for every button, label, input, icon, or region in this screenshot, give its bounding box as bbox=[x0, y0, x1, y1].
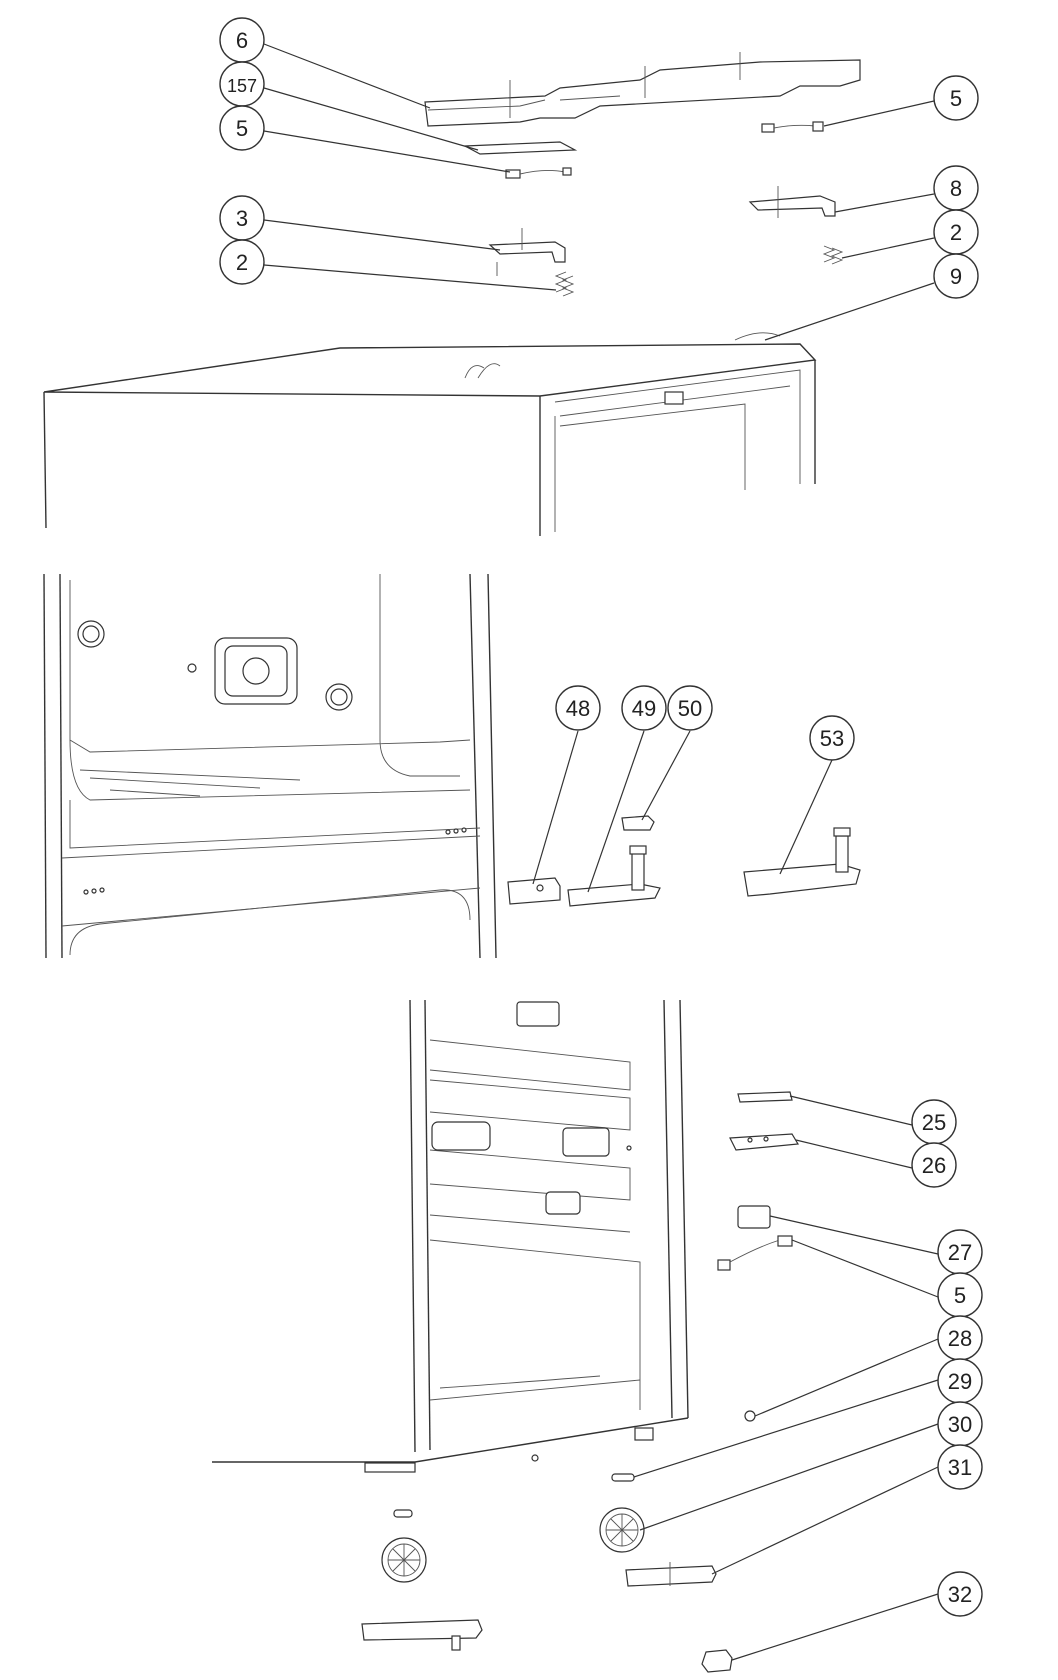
spring-left bbox=[554, 271, 575, 297]
callout-label: 9 bbox=[950, 264, 962, 289]
callout-28: 28 bbox=[937, 1315, 983, 1361]
wire-connector-right bbox=[761, 121, 824, 133]
bottom-hinge-cover bbox=[729, 1133, 800, 1151]
wire-connector-left bbox=[505, 167, 572, 179]
hinge-bracket-left bbox=[488, 228, 566, 276]
bottom-hinge-plate bbox=[737, 1091, 793, 1103]
callout-5-bottom: 5 bbox=[937, 1272, 983, 1318]
callout-8: 8 bbox=[933, 165, 979, 211]
callout-label: 157 bbox=[227, 76, 257, 96]
callout-label: 29 bbox=[948, 1369, 972, 1394]
callout-label: 53 bbox=[820, 726, 844, 751]
callout-label: 26 bbox=[922, 1153, 946, 1178]
callout-5-top-right: 5 bbox=[933, 75, 979, 121]
callout-label: 6 bbox=[236, 28, 248, 53]
middle-hinge-bracket bbox=[567, 845, 661, 907]
middle-hinge-plate bbox=[507, 877, 561, 905]
callout-30: 30 bbox=[937, 1401, 983, 1447]
middle-hinge-assembly bbox=[743, 827, 861, 897]
callout-5-top-left: 5 bbox=[219, 105, 265, 151]
callout-label: 25 bbox=[922, 1110, 946, 1135]
leader-lines bbox=[263, 43, 939, 1661]
callout-48: 48 bbox=[555, 685, 601, 731]
callout-32: 32 bbox=[937, 1571, 983, 1617]
axle-pin-right bbox=[611, 1473, 635, 1482]
callout-9: 9 bbox=[933, 253, 979, 299]
spring-right bbox=[822, 245, 844, 265]
callout-26: 26 bbox=[911, 1142, 957, 1188]
wheel-left bbox=[381, 1537, 427, 1583]
callout-label: 50 bbox=[678, 696, 702, 721]
callout-label: 5 bbox=[236, 116, 248, 141]
wire-connector-bottom bbox=[717, 1235, 793, 1271]
top-plate-part bbox=[462, 141, 578, 155]
callout-53: 53 bbox=[809, 715, 855, 761]
callout-label: 3 bbox=[236, 206, 248, 231]
label-tag bbox=[737, 1205, 771, 1229]
bushing bbox=[744, 1410, 756, 1422]
callout-157: 157 bbox=[219, 61, 265, 107]
callout-3: 3 bbox=[219, 195, 265, 241]
leveling-foot bbox=[701, 1649, 733, 1673]
callout-50: 50 bbox=[667, 685, 713, 731]
callout-label: 5 bbox=[954, 1283, 966, 1308]
cabinet-top bbox=[43, 332, 817, 536]
callout-label: 30 bbox=[948, 1412, 972, 1437]
callout-27: 27 bbox=[937, 1229, 983, 1275]
callout-label: 8 bbox=[950, 176, 962, 201]
callout-label: 2 bbox=[950, 220, 962, 245]
callout-25: 25 bbox=[911, 1099, 957, 1145]
middle-hinge-cap bbox=[621, 815, 655, 831]
cabinet-bottom bbox=[212, 999, 689, 1473]
wheel-bracket-left bbox=[361, 1619, 483, 1651]
hinge-bracket-right bbox=[748, 186, 836, 218]
callout-label: 27 bbox=[948, 1240, 972, 1265]
axle-pin-left bbox=[393, 1509, 413, 1518]
callout-label: 49 bbox=[632, 696, 656, 721]
callout-label: 48 bbox=[566, 696, 590, 721]
callout-label: 2 bbox=[236, 250, 248, 275]
callout-label: 32 bbox=[948, 1582, 972, 1607]
callout-49: 49 bbox=[621, 685, 667, 731]
callout-29: 29 bbox=[937, 1358, 983, 1404]
callout-6-top: 6 bbox=[219, 17, 265, 63]
wheel-right bbox=[599, 1507, 645, 1553]
callout-label: 31 bbox=[948, 1455, 972, 1480]
top-cover-part bbox=[424, 52, 861, 127]
callout-2-top-right: 2 bbox=[933, 209, 979, 255]
callout-31: 31 bbox=[937, 1444, 983, 1490]
callout-label: 28 bbox=[948, 1326, 972, 1351]
callout-2-top-left: 2 bbox=[219, 239, 265, 285]
cabinet-middle bbox=[43, 573, 497, 959]
wheel-bracket-right bbox=[625, 1562, 717, 1587]
callout-label: 5 bbox=[950, 86, 962, 111]
